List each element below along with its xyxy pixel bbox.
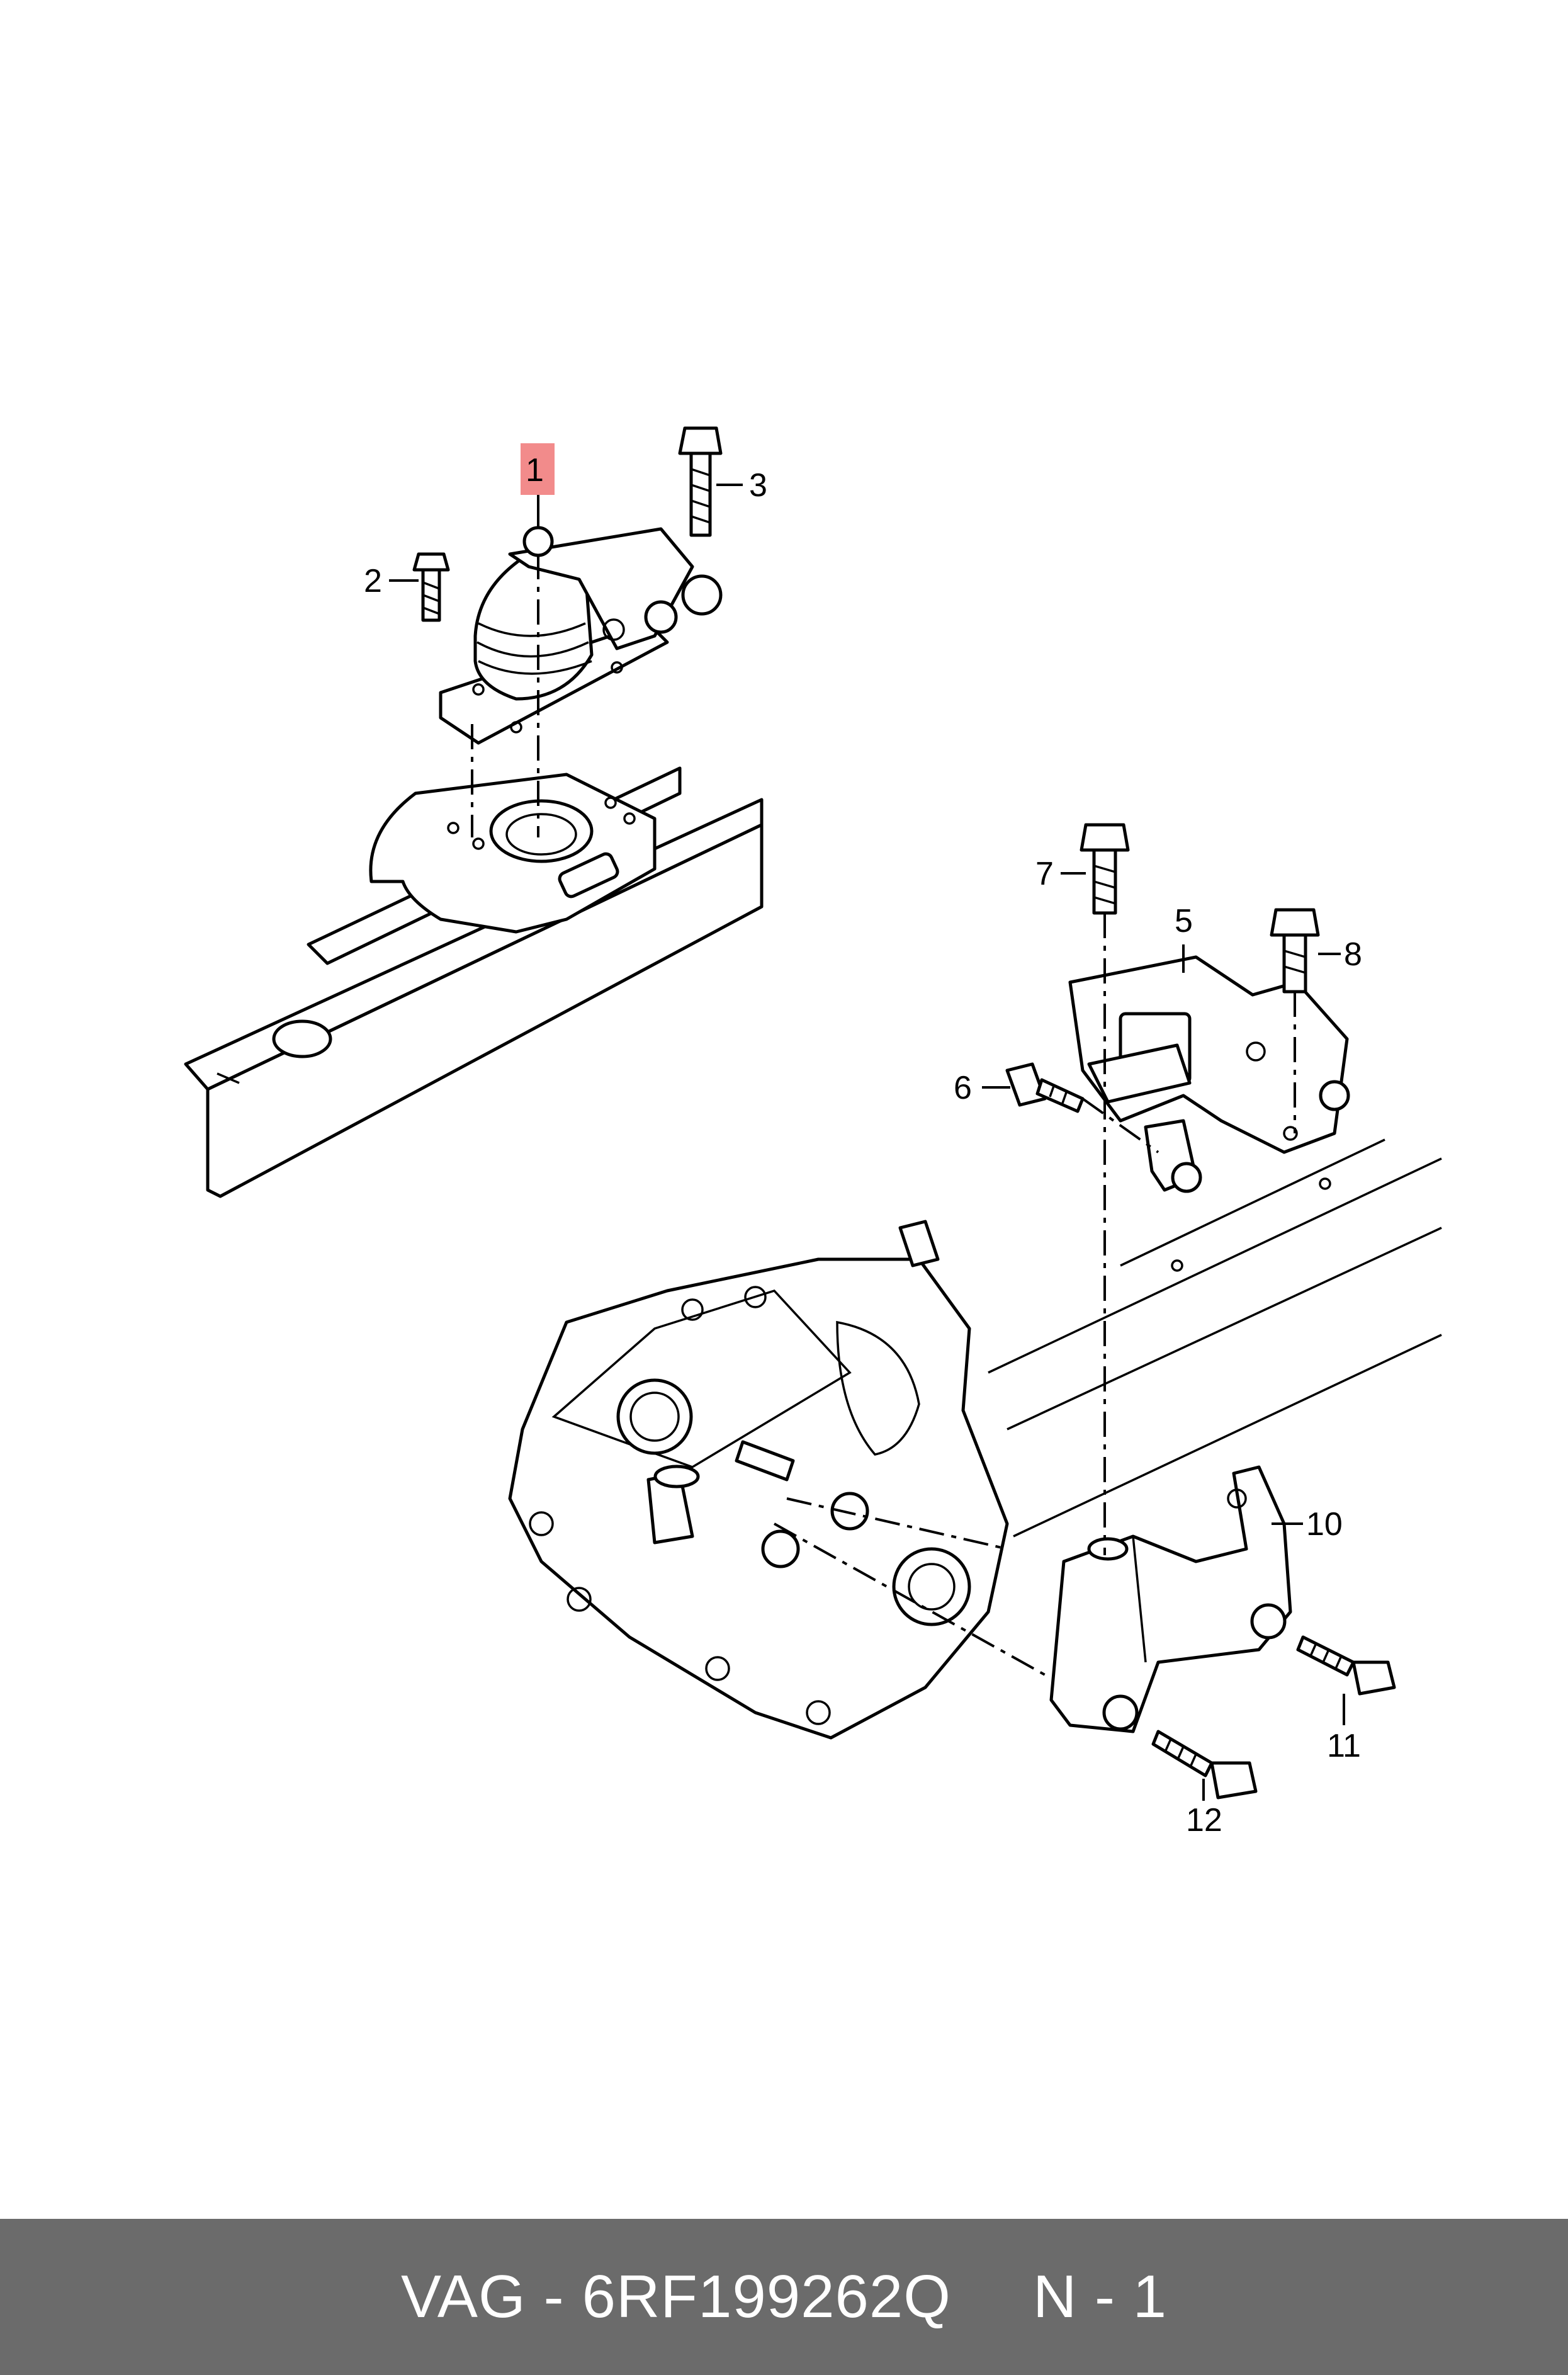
callout-6: 6 xyxy=(954,1070,972,1106)
bolt-part-8 xyxy=(1270,908,1320,994)
bolt-part-6 xyxy=(1005,1062,1085,1113)
bracket-part-10 xyxy=(1049,1465,1292,1733)
footer-page: N - 1 xyxy=(1032,2263,1167,2330)
footer-part-number: 6RF199262Q xyxy=(582,2263,951,2330)
callout-1: 1 xyxy=(526,452,544,489)
callout-5: 5 xyxy=(1175,903,1193,939)
gearbox-mount-part-5 xyxy=(1068,955,1350,1193)
chassis-rail-right xyxy=(988,1138,1442,1538)
exploded-parts-diagram: 1 2 3 5 6 7 8 10 11 12 xyxy=(184,426,1442,1839)
footer-brand: VAG xyxy=(401,2263,526,2330)
bolt-part-2 xyxy=(412,552,450,622)
bolt-part-12 xyxy=(1151,1730,1258,1800)
footer-separator: - xyxy=(543,2263,565,2330)
callout-12: 12 xyxy=(1186,1802,1222,1839)
callout-2: 2 xyxy=(364,563,382,599)
engine-mount-part-1 xyxy=(439,526,723,745)
footer-bar: VAG - 6RF199262Q N - 1 xyxy=(0,2219,1568,2375)
callout-11: 11 xyxy=(1327,1728,1361,1764)
bolt-part-3 xyxy=(678,426,723,537)
callout-1-highlight xyxy=(521,443,555,495)
bolt-part-11 xyxy=(1296,1635,1396,1696)
bolt-part-7 xyxy=(1080,823,1130,915)
callout-10: 10 xyxy=(1306,1506,1343,1543)
callout-8: 8 xyxy=(1344,936,1362,973)
mounting-plate xyxy=(369,773,657,934)
transmission-housing xyxy=(508,1220,1009,1740)
callout-3: 3 xyxy=(749,467,767,504)
callout-7: 7 xyxy=(1035,856,1054,892)
